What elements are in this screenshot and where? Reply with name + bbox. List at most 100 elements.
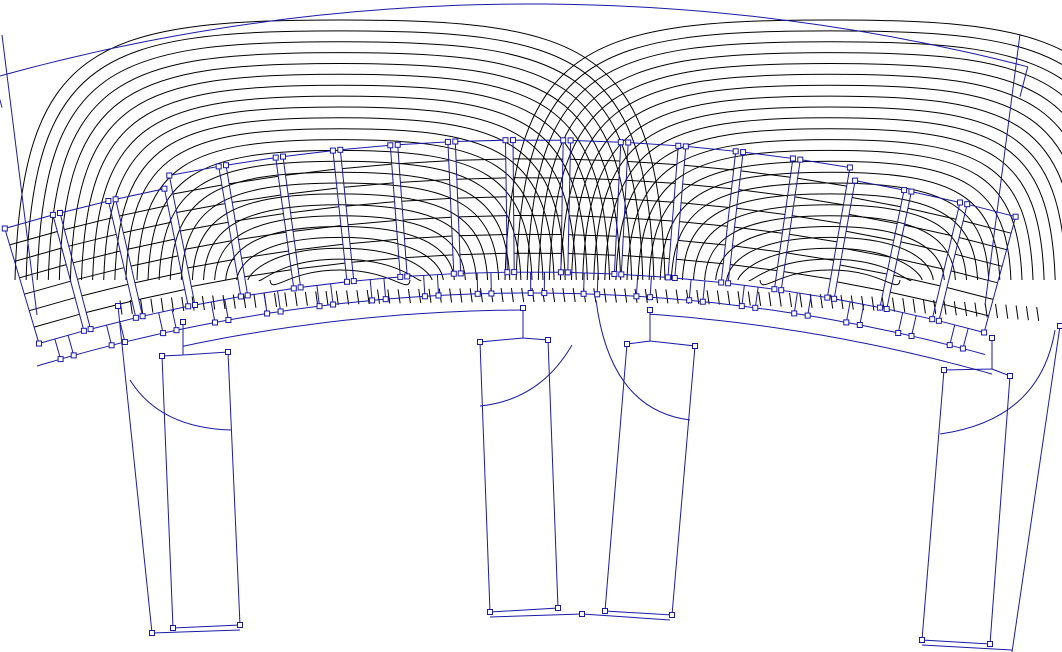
- mesh-node: [594, 291, 601, 298]
- airgap-flux-tick: [377, 289, 380, 304]
- slot-layer-line: [244, 269, 292, 278]
- flux-line: [582, 95, 1062, 281]
- airgap-flux-tick: [397, 289, 401, 304]
- slot-layer-line: [187, 258, 235, 269]
- slot-layer-line: [950, 270, 998, 284]
- stator-bore-arc: [36, 292, 986, 367]
- slot-layer-line: [907, 207, 957, 220]
- airgap-flux-tick: [387, 289, 391, 304]
- mesh-node: [989, 335, 995, 341]
- mesh-node: [941, 367, 947, 373]
- slot-layer-line: [622, 255, 670, 260]
- slot-layer-line: [180, 221, 229, 232]
- slot-layer-line: [295, 243, 343, 251]
- mesh-node: [1, 225, 8, 232]
- mesh-node: [791, 310, 798, 317]
- mesh-node: [215, 163, 222, 170]
- mesh-node: [804, 312, 811, 319]
- airgap-flux-tick: [160, 298, 164, 313]
- airgap-flux-tick: [716, 290, 720, 305]
- airgap-flux-tick: [418, 288, 422, 303]
- slot-opening: [369, 279, 373, 301]
- rotor-inner-arc: [129, 379, 232, 431]
- airgap-flux-tick: [892, 297, 895, 312]
- slot-layer-line: [72, 250, 121, 264]
- flux-line: [36, 41, 644, 281]
- mesh-node: [344, 278, 350, 285]
- slot-opening: [224, 299, 229, 321]
- mesh-node: [382, 296, 389, 303]
- airgap-flux-tick: [675, 289, 679, 304]
- mesh-node: [170, 625, 176, 631]
- mesh-node: [488, 290, 495, 297]
- airgap-flux-tick: [871, 296, 875, 311]
- flux-line: [559, 73, 1062, 281]
- airgap-flux-tick: [572, 288, 576, 303]
- mesh-node: [387, 142, 394, 149]
- slot-opening: [119, 321, 126, 343]
- mesh-node: [487, 609, 493, 615]
- flux-line: [737, 247, 923, 281]
- mesh-node: [457, 270, 464, 277]
- airgap-flux-tick: [644, 288, 648, 304]
- slot-layer-line: [138, 289, 185, 300]
- airgap-flux-tick: [562, 288, 566, 303]
- mesh-node: [36, 340, 42, 347]
- mesh-node: [981, 329, 988, 336]
- flux-line: [504, 19, 1062, 281]
- mesh-node: [957, 199, 963, 206]
- mesh-node: [567, 137, 574, 144]
- flux-line: [726, 236, 934, 281]
- mesh-node: [699, 298, 706, 305]
- slot-layer-line: [900, 241, 949, 253]
- slot-layer-line: [682, 183, 732, 190]
- slot-opening: [277, 290, 282, 312]
- mesh-node: [580, 290, 587, 297]
- airgap-flux-tick: [294, 292, 298, 307]
- airgap-flux-tick: [737, 291, 741, 306]
- slot-opening: [845, 301, 851, 323]
- airgap-flux-tick: [253, 293, 257, 308]
- airgap-flux-tick: [799, 293, 803, 308]
- mesh-node: [789, 155, 796, 162]
- mesh-node: [895, 330, 902, 336]
- airgap-flux-tick: [129, 299, 133, 314]
- flux-line: [25, 30, 655, 281]
- airgap-flux-tick: [789, 292, 792, 307]
- mesh-node: [421, 293, 428, 300]
- slot-opening: [754, 286, 759, 308]
- slot-opening: [171, 309, 177, 331]
- mesh-node: [272, 154, 279, 161]
- slot-layer-line: [191, 277, 238, 287]
- mesh-node: [511, 269, 518, 276]
- slot-layer-line: [24, 280, 71, 295]
- slot-layer-line: [734, 226, 783, 234]
- flux-line: [81, 84, 599, 281]
- mesh-node: [225, 349, 231, 355]
- airgap-flux-tick: [315, 291, 319, 306]
- flux-line: [203, 204, 477, 281]
- mesh-node: [778, 287, 785, 294]
- flux-line: [715, 225, 945, 281]
- mesh-node: [404, 273, 411, 280]
- airgap-flux-tick: [521, 287, 525, 303]
- geometry-outline: [0, 3, 1061, 652]
- mesh-node: [617, 139, 624, 146]
- flux-line: [14, 19, 666, 281]
- flux-line: [704, 215, 956, 281]
- mesh-node: [831, 295, 838, 302]
- flux-line: [191, 193, 489, 281]
- airgap-flux-tick: [758, 291, 762, 306]
- airgap-flux-tick: [222, 294, 226, 310]
- flux-line: [103, 106, 577, 281]
- slot-layer-line: [176, 203, 226, 213]
- slot-opening: [106, 324, 113, 346]
- rotor-boundary: [151, 629, 241, 634]
- mesh-node: [545, 337, 551, 343]
- slot-layer-line: [29, 297, 76, 312]
- mesh-node: [602, 608, 608, 614]
- mesh-node: [625, 139, 632, 146]
- mesh-node: [237, 622, 243, 628]
- flux-line: [593, 106, 1062, 281]
